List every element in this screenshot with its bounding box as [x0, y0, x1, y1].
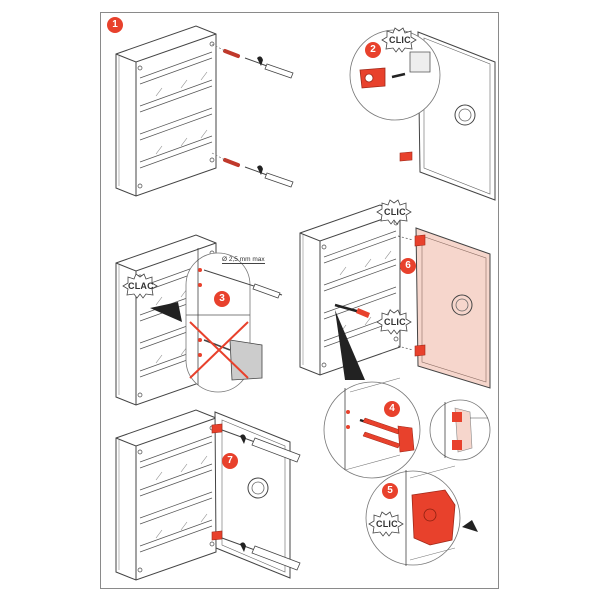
step-badge-7: 7: [222, 453, 238, 469]
drill-diameter-label: Ø 2,5 mm max: [222, 256, 265, 264]
step-5-illustration: [365, 465, 478, 566]
step-badge-2: 2: [365, 42, 381, 58]
step-badge-3: 3: [214, 291, 230, 307]
screw-top-icon: [223, 49, 294, 79]
step-6-illustration: [299, 199, 491, 389]
step-3-illustration: [115, 234, 283, 406]
clic-label-step6-bottom: CLIC: [384, 317, 406, 327]
step-4-illustration: [323, 377, 491, 479]
screw-bottom-icon: [223, 158, 294, 188]
clic-label-step2: CLIC: [389, 35, 411, 45]
step-badge-1: 1: [107, 17, 123, 33]
clic-label-step6-top: CLIC: [384, 207, 406, 217]
clic-label-step5: CLIC: [376, 519, 398, 529]
step-badge-4: 4: [384, 401, 400, 417]
step-badge-5: 5: [382, 483, 398, 499]
step-badge-6: 6: [400, 258, 416, 274]
hinge-block-icon: [397, 425, 415, 453]
prohibited-cross-icon: [189, 321, 249, 379]
step-1-illustration: [115, 25, 294, 197]
step-7-illustration: [115, 409, 301, 581]
clac-label-step3: CLAC: [128, 281, 154, 291]
